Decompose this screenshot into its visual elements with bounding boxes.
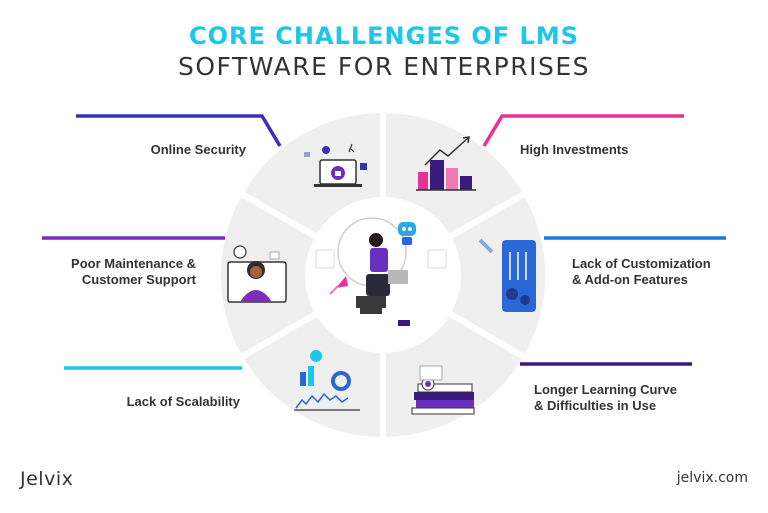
line-online-security <box>76 114 282 147</box>
label-online-security: Online Security <box>150 142 246 157</box>
wheel-segments <box>214 106 552 444</box>
label-learning-curve: Longer Learning Curve & Difficulties in … <box>534 382 714 414</box>
segment-lack-customization <box>376 188 552 363</box>
support-agent-icon <box>227 245 287 303</box>
woman-laptop-illustration <box>337 217 410 326</box>
rocket-icon <box>329 276 348 295</box>
label-learning-curve-line-1: Longer Learning Curve <box>534 382 678 397</box>
label-high-investments: High Investments <box>520 142 629 157</box>
segment-poor-maintenance <box>214 188 390 363</box>
title-line-1: CORE CHALLENGES OF LMS <box>189 22 579 50</box>
laptop-lock-icon <box>304 143 367 187</box>
label-lack-customization-line-1: Lack of Customization <box>572 256 711 271</box>
decorative-cards <box>315 249 447 269</box>
label-lack-scalability: Lack of Scalability <box>126 394 240 409</box>
label-poor-maintenance-line-2: Customer Support <box>81 272 196 287</box>
connector-lines <box>42 114 726 370</box>
chart-bars-icon <box>416 136 476 191</box>
mobile-gears-icon <box>478 238 536 312</box>
label-learning-curve-line-2: & Difficulties in Use <box>534 398 657 413</box>
title-line-2: SOFTWARE FOR ENTERPRISES <box>178 52 590 81</box>
analytics-charts-icon <box>294 350 360 411</box>
brand-logo: Jelvix <box>20 468 74 490</box>
robot-icon <box>398 222 416 245</box>
website-url: jelvix.com <box>676 470 748 486</box>
label-poor-maintenance-line-1: Poor Maintenance & <box>71 256 196 271</box>
label-poor-maintenance: Poor Maintenance & Customer Support <box>28 256 196 288</box>
line-high-investments <box>482 114 684 147</box>
books-study-icon <box>411 365 475 415</box>
label-lack-customization-line-2: & Add-on Features <box>572 272 688 287</box>
label-lack-customization: Lack of Customization & Add-on Features <box>572 256 752 288</box>
